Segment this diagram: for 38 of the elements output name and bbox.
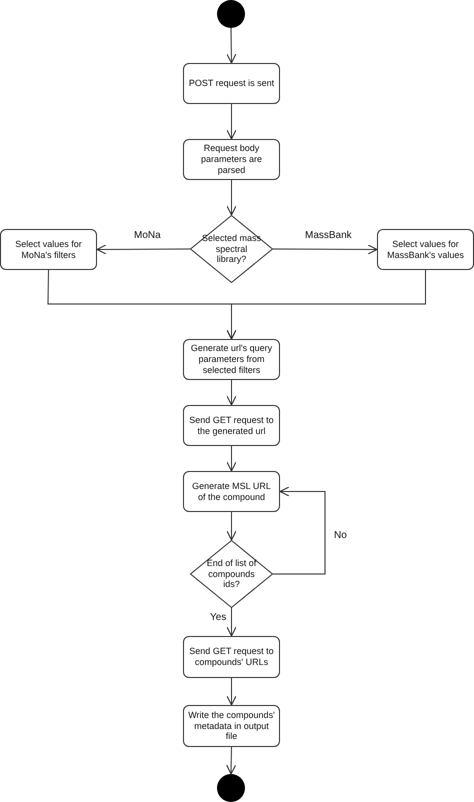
- node-text: Generate MSL URL of the compound: [191, 480, 272, 502]
- arrow: [226, 270, 426, 340]
- arrow: [226, 746, 236, 775]
- process-box: [183, 405, 280, 446]
- arrow: [96, 244, 190, 254]
- arrow: [226, 678, 237, 706]
- node-text: Select values for MoNa's filters: [14, 238, 83, 260]
- process-box: [183, 636, 280, 678]
- node-text: End of list of compounds ids?: [206, 558, 258, 590]
- arrow: [272, 486, 326, 574]
- terminal-circle: [217, 0, 245, 28]
- node-text: Request body parameters are parsed: [200, 143, 264, 176]
- process-box: [183, 339, 280, 380]
- arrow: [226, 180, 237, 216]
- edge-label: No: [332, 530, 349, 541]
- process-box: [377, 229, 474, 270]
- arrow: [226, 512, 237, 541]
- edge-label: Yes: [208, 612, 228, 623]
- process-box: [183, 63, 280, 104]
- node-text: Generate url's query parameters from selected filters: [190, 343, 274, 376]
- process-box: [0, 229, 97, 270]
- arrow: [226, 380, 237, 406]
- node-text: Send GET request to the generated url: [188, 414, 275, 436]
- node-text: Select values for MassBank's values: [386, 238, 465, 260]
- process-box: [183, 139, 280, 180]
- node-text: Send GET request to compounds' URLs: [188, 646, 275, 668]
- edge-label: MoNa: [132, 230, 163, 241]
- arrow: [226, 104, 237, 140]
- node-text: Write the compounds' metadata in output file: [188, 710, 275, 742]
- node-text: Selected mass spectral library?: [200, 232, 262, 266]
- arrow: [226, 446, 237, 472]
- arrow: [272, 244, 378, 254]
- edge-label: MassBank: [303, 230, 354, 241]
- arrow: [226, 608, 237, 637]
- node-text: POST request is sent: [188, 78, 274, 89]
- terminal-circle: [217, 774, 245, 802]
- arrow: [226, 28, 236, 64]
- process-box: [183, 471, 280, 512]
